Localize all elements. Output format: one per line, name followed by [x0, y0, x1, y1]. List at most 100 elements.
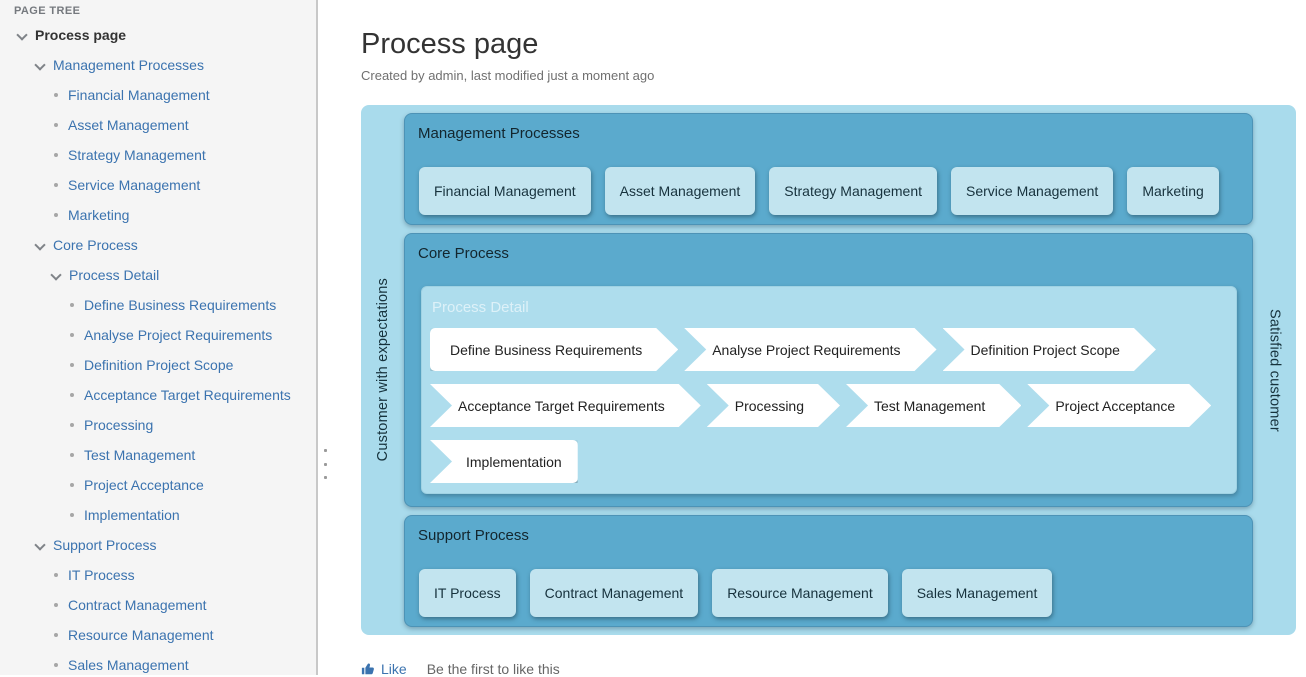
page-tree-header: PAGE TREE — [14, 5, 81, 17]
sidebar-item-link[interactable]: Implementation — [84, 507, 180, 523]
sidebar-item: Define Business Requirements — [0, 290, 316, 320]
sidebar-item-link[interactable]: Financial Management — [68, 87, 210, 103]
sidebar-item-link[interactable]: Process page — [35, 27, 127, 43]
sidebar-item-link[interactable]: Support Process — [53, 537, 157, 553]
sidebar-item-link[interactable]: Define Business Requirements — [84, 297, 277, 313]
management-processes-title: Management Processes — [418, 125, 580, 142]
process-arrow: Processing — [707, 384, 840, 427]
bullet-icon — [70, 453, 74, 457]
sidebar-item: Management Processes — [0, 50, 316, 80]
process-box: Marketing — [1127, 167, 1219, 215]
sidebar-item-link[interactable]: Strategy Management — [68, 147, 206, 163]
bullet-icon — [70, 303, 74, 307]
sidebar-item: Process page — [0, 20, 316, 50]
management-boxes-row: Financial Management Asset Management Stra… — [419, 167, 1238, 215]
chevron-down-icon[interactable] — [34, 539, 46, 551]
sidebar-item-link[interactable]: Core Process — [53, 237, 138, 253]
page-content: Process page Created by admin, last modi… — [320, 0, 1306, 677]
sidebar-item: Strategy Management — [0, 140, 316, 170]
bullet-icon — [54, 213, 58, 217]
sidebar-item: Implementation — [0, 500, 316, 530]
process-diagram: Customer with expectations Management Pr… — [361, 105, 1296, 635]
sidebar-item: Core Process — [0, 230, 316, 260]
bullet-icon — [70, 363, 74, 367]
sidebar-item-link[interactable]: Analyse Project Requirements — [84, 327, 273, 343]
customer-expectations-label: Customer with expectations — [374, 278, 391, 462]
process-arrow: Acceptance Target Requirements — [430, 384, 701, 427]
sidebar-item: Resource Management — [0, 620, 316, 650]
diagram-right-column: Satisfied customer — [1253, 105, 1296, 635]
process-box: Service Management — [951, 167, 1114, 215]
bullet-icon — [54, 93, 58, 97]
sidebar-item-link[interactable]: Contract Management — [68, 597, 207, 613]
sidebar-item-link[interactable]: Sales Management — [68, 657, 189, 673]
satisfied-customer-label: Satisfied customer — [1266, 308, 1283, 432]
core-process-title: Core Process — [418, 245, 509, 262]
sidebar-item: Support Process — [0, 530, 316, 560]
arrow-row: Implementation — [430, 440, 1228, 483]
bullet-icon — [54, 603, 58, 607]
process-box: Asset Management — [604, 167, 756, 215]
sidebar-item-link[interactable]: Process Detail — [69, 267, 160, 283]
chevron-down-icon[interactable] — [50, 269, 62, 281]
sidebar-item-link[interactable]: Definition Project Scope — [84, 357, 234, 373]
bullet-icon — [70, 333, 74, 337]
process-arrow: Analyse Project Requirements — [684, 328, 936, 371]
process-arrow: Test Management — [846, 384, 1021, 427]
process-box: Strategy Management — [769, 167, 938, 215]
chevron-down-icon[interactable] — [34, 239, 46, 251]
sidebar-item-link[interactable]: Asset Management — [68, 117, 189, 133]
sidebar-item-link[interactable]: Marketing — [68, 207, 130, 223]
bullet-icon — [54, 573, 58, 577]
chevron-down-icon[interactable] — [34, 59, 46, 71]
page-title: Process page — [361, 28, 539, 60]
bullet-icon — [54, 183, 58, 187]
bullet-icon — [70, 513, 74, 517]
bullet-icon — [70, 393, 74, 397]
like-hint: Be the first to like this — [426, 661, 560, 677]
bullet-icon — [54, 633, 58, 637]
sidebar-item-link[interactable]: Management Processes — [53, 57, 204, 73]
sidebar-item: Financial Management — [0, 80, 316, 110]
sidebar-item: Acceptance Target Requirements — [0, 380, 316, 410]
sidebar-item-link[interactable]: Resource Management — [68, 627, 214, 643]
sidebar-item-link[interactable]: Processing — [84, 417, 154, 433]
sidebar-item-link[interactable]: Project Acceptance — [84, 477, 204, 493]
process-arrow: Project Acceptance — [1027, 384, 1211, 427]
sidebar-resize-handle[interactable] — [322, 449, 328, 479]
like-row: Like Be the first to like this — [361, 661, 1306, 677]
sidebar-item: IT Process — [0, 560, 316, 590]
sidebar-item: Asset Management — [0, 110, 316, 140]
sidebar-item-link[interactable]: Service Management — [68, 177, 201, 193]
sidebar-item-link[interactable]: Test Management — [84, 447, 196, 463]
diagram-panels: Management Processes Financial Managemen… — [404, 105, 1253, 635]
bullet-icon — [70, 423, 74, 427]
bullet-icon — [70, 483, 74, 487]
process-box: IT Process — [419, 569, 516, 617]
sidebar-item-link[interactable]: Acceptance Target Requirements — [84, 387, 291, 403]
sidebar-item: Process Detail — [0, 260, 316, 290]
sidebar-item-link[interactable]: IT Process — [68, 567, 135, 583]
sidebar-item: Project Acceptance — [0, 470, 316, 500]
bullet-icon — [54, 123, 58, 127]
like-button[interactable]: Like — [381, 661, 407, 677]
support-process-title: Support Process — [418, 527, 529, 544]
sidebar-item: Test Management — [0, 440, 316, 470]
process-box: Sales Management — [901, 569, 1053, 617]
diagram-left-column: Customer with expectations — [361, 105, 404, 635]
chevron-down-icon[interactable] — [16, 29, 28, 41]
process-detail-panel: Process Detail Define Business Requireme… — [421, 286, 1237, 494]
thumbs-up-icon[interactable] — [361, 662, 375, 676]
bullet-icon — [54, 663, 58, 667]
process-arrow: Implementation — [430, 440, 578, 483]
sidebar-item: Service Management — [0, 170, 316, 200]
process-box: Financial Management — [419, 167, 591, 215]
process-arrow: Define Business Requirements — [430, 328, 678, 371]
core-process-panel: Core Process Process Detail Define Busin… — [404, 233, 1253, 507]
process-detail-title: Process Detail — [432, 299, 529, 316]
sidebar-item: Processing — [0, 410, 316, 440]
